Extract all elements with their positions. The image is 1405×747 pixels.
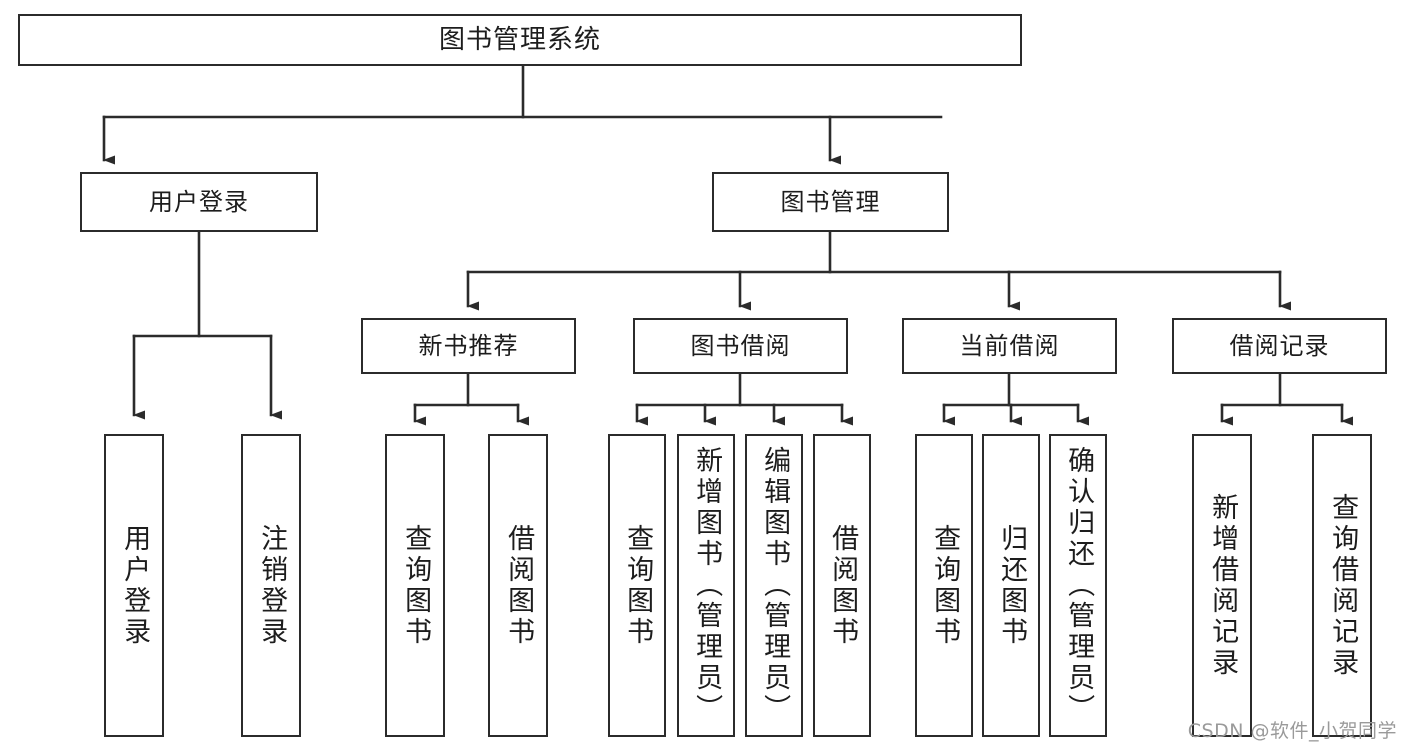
node-new-book-recommend-label: 新书推荐 (418, 331, 519, 360)
node-leaf-add-book-label: 新增图书（管理员） (691, 446, 723, 725)
node-root-label: 图书管理系统 (438, 24, 601, 55)
node-leaf-query-record[interactable]: 查询借阅记录 (1312, 434, 1372, 737)
node-book-borrow[interactable]: 图书借阅 (633, 318, 848, 374)
node-leaf-borrow-book-1-label: 借阅图书 (503, 523, 535, 648)
node-leaf-return-book-label: 归还图书 (996, 523, 1028, 648)
node-leaf-add-record[interactable]: 新增借阅记录 (1192, 434, 1252, 737)
node-root[interactable]: 图书管理系统 (18, 14, 1022, 66)
node-leaf-edit-book-label: 编辑图书（管理员） (759, 446, 791, 725)
node-user-login-label: 用户登录 (149, 187, 249, 216)
node-leaf-add-record-label: 新增借阅记录 (1207, 492, 1239, 679)
node-leaf-query-book-3-label: 查询图书 (929, 523, 961, 648)
csdn-watermark: CSDN @软件_小贺同学 (1187, 720, 1397, 742)
node-leaf-borrow-book-1[interactable]: 借阅图书 (488, 434, 548, 737)
node-leaf-confirm-return[interactable]: 确认归还（管理员） (1049, 434, 1107, 737)
node-current-borrow-label: 当前借阅 (959, 331, 1060, 360)
node-new-book-recommend[interactable]: 新书推荐 (361, 318, 576, 374)
node-leaf-add-book[interactable]: 新增图书（管理员） (677, 434, 735, 737)
node-leaf-query-book-1[interactable]: 查询图书 (385, 434, 445, 737)
node-leaf-logout-login[interactable]: 注销登录 (241, 434, 301, 737)
node-leaf-return-book[interactable]: 归还图书 (982, 434, 1040, 737)
node-book-borrow-label: 图书借阅 (690, 331, 791, 360)
node-leaf-confirm-return-label: 确认归还（管理员） (1063, 446, 1095, 725)
node-current-borrow[interactable]: 当前借阅 (902, 318, 1117, 374)
node-leaf-query-book-1-label: 查询图书 (400, 523, 432, 648)
node-leaf-logout-login-label: 注销登录 (256, 523, 288, 648)
node-borrow-record-label: 借阅记录 (1229, 331, 1330, 360)
node-book-manage-label: 图书管理 (780, 187, 881, 216)
node-leaf-user-login[interactable]: 用户登录 (104, 434, 164, 737)
node-borrow-record[interactable]: 借阅记录 (1172, 318, 1387, 374)
node-user-login[interactable]: 用户登录 (80, 172, 318, 232)
node-leaf-query-book-2[interactable]: 查询图书 (608, 434, 666, 737)
node-book-manage[interactable]: 图书管理 (712, 172, 949, 232)
node-leaf-query-record-label: 查询借阅记录 (1327, 492, 1359, 679)
node-leaf-query-book-3[interactable]: 查询图书 (915, 434, 973, 737)
node-leaf-user-login-label: 用户登录 (119, 523, 151, 648)
node-leaf-borrow-book-2-label: 借阅图书 (827, 523, 859, 648)
node-leaf-query-book-2-label: 查询图书 (622, 523, 654, 648)
node-leaf-edit-book[interactable]: 编辑图书（管理员） (745, 434, 803, 737)
node-leaf-borrow-book-2[interactable]: 借阅图书 (813, 434, 871, 737)
